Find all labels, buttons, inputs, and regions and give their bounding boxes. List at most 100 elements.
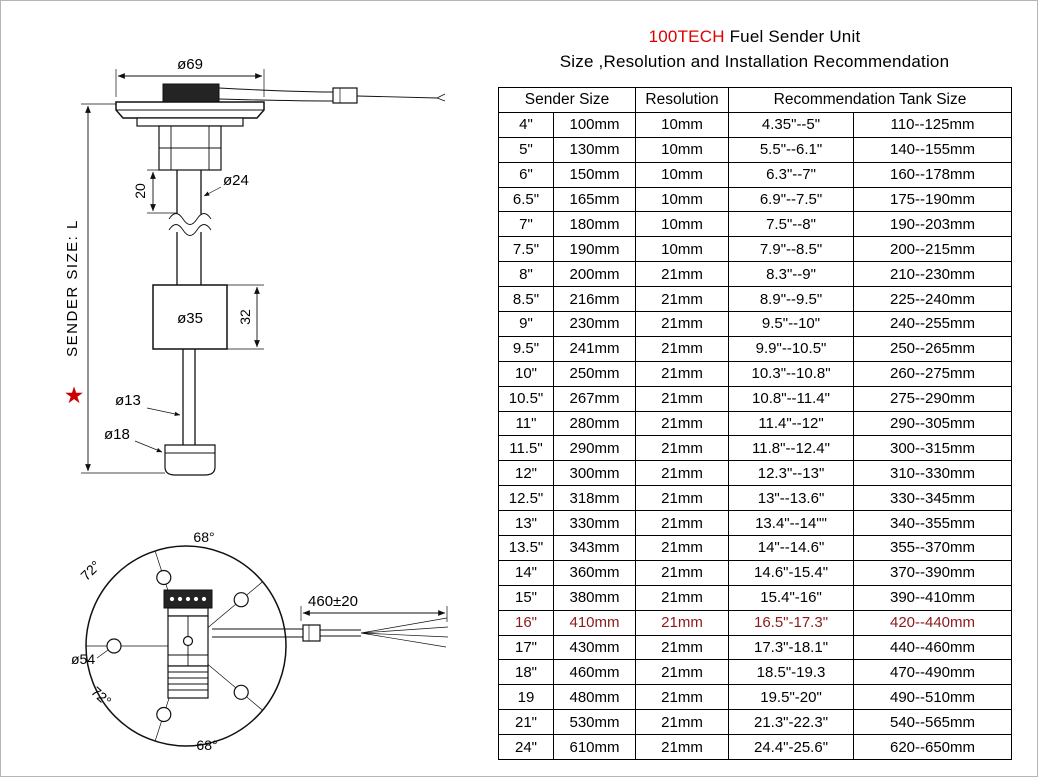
cell-tank_in: 6.9"--7.5"	[728, 186, 855, 213]
cell-tank_in: 17.3"-18.1"	[728, 634, 855, 661]
cell-res: 10mm	[635, 186, 730, 213]
float	[152, 284, 228, 350]
cell-size_mm: 130mm	[552, 136, 637, 163]
cell-size_mm: 360mm	[552, 559, 637, 586]
technical-drawing: ø69	[64, 56, 449, 753]
cell-tank_in: 10.3"--10.8"	[728, 360, 855, 387]
cell-res: 10mm	[635, 161, 730, 188]
dim-float-diameter: ø35	[177, 310, 203, 327]
cell-tank_mm: 175--190mm	[853, 186, 1013, 213]
cell-tank_mm: 620--650mm	[853, 734, 1013, 761]
cell-size_mm: 430mm	[552, 634, 637, 661]
sender-body-top-view	[163, 589, 213, 699]
wire-ends	[360, 617, 449, 648]
cell-size_in: 19	[498, 684, 554, 711]
float-height-dimension: 32	[227, 284, 264, 350]
cell-size_mm: 330mm	[552, 510, 637, 537]
cell-size_in: 9"	[498, 311, 554, 337]
tip-diameter-callout: ø18	[104, 426, 163, 453]
cell-size_in: 18"	[498, 659, 554, 686]
overall-length-dimension: SENDER SIZE: L ★	[64, 103, 165, 474]
cell-res: 21mm	[635, 535, 730, 561]
cell-size_in: 6.5"	[498, 186, 554, 213]
dim-angle-top: 68°	[193, 529, 214, 545]
cell-size_mm: 190mm	[552, 236, 637, 263]
cell-size_mm: 460mm	[552, 659, 637, 686]
cell-tank_mm: 355--370mm	[853, 535, 1013, 561]
dim-flange-diameter: ø69	[177, 56, 203, 73]
cell-size_in: 11"	[498, 410, 554, 437]
cell-size_mm: 610mm	[552, 734, 637, 761]
dim-float-height: 32	[237, 309, 253, 325]
cell-tank_mm: 310--330mm	[853, 460, 1013, 487]
cell-res: 21mm	[635, 385, 730, 412]
cell-tank_in: 24.4"-25.6"	[728, 734, 855, 761]
break-line	[168, 224, 212, 236]
bottom-view-drawing: 68° 72° ø54 72° 68°	[71, 529, 449, 753]
cell-tank_in: 9.5"--10"	[728, 311, 855, 337]
cell-tank_mm: 200--215mm	[853, 236, 1013, 263]
cell-tank_mm: 250--265mm	[853, 335, 1013, 362]
cell-res: 10mm	[635, 111, 730, 138]
cell-res: 21mm	[635, 684, 730, 711]
cell-size_in: 12"	[498, 460, 554, 487]
cell-tank_in: 21.3"-22.3"	[728, 709, 855, 736]
cell-size_mm: 300mm	[552, 460, 637, 487]
cell-res: 21mm	[635, 709, 730, 736]
cell-tank_mm: 470--490mm	[853, 659, 1013, 686]
cell-tank_mm: 160--178mm	[853, 161, 1013, 188]
cell-size_mm: 267mm	[552, 385, 637, 412]
cell-size_mm: 480mm	[552, 684, 637, 711]
cell-size_in: 6"	[498, 161, 554, 188]
cell-res: 21mm	[635, 460, 730, 487]
cell-tank_in: 10.8"--11.4"	[728, 385, 855, 412]
cell-tank_mm: 225--240mm	[853, 286, 1013, 313]
cell-tank_in: 11.8"--12.4"	[728, 435, 855, 462]
cell-size_mm: 241mm	[552, 335, 637, 362]
cell-size_in: 14"	[498, 559, 554, 586]
cell-size_mm: 280mm	[552, 410, 637, 437]
cell-size_mm: 100mm	[552, 111, 637, 138]
cell-tank_in: 13.4"--14""	[728, 510, 855, 537]
dim-rod-diameter: ø13	[115, 392, 141, 409]
cell-size_mm: 380mm	[552, 584, 637, 611]
cell-size_in: 10.5"	[498, 385, 554, 412]
page-title: 100TECH Fuel Sender Unit	[498, 27, 1011, 47]
page-subtitle: Size ,Resolution and Installation Recomm…	[559, 52, 950, 71]
side-view-drawing: ø69	[64, 56, 446, 476]
dim-angle-upper-left: 72°	[77, 557, 103, 583]
rod-diameter-callout: ø13	[115, 392, 181, 417]
dim-neck-length: 20	[132, 183, 148, 199]
cable-side-view	[218, 87, 446, 104]
cell-res: 21mm	[635, 261, 730, 288]
cable-top-view	[212, 617, 449, 648]
cell-res: 21mm	[635, 311, 730, 337]
cell-res: 10mm	[635, 136, 730, 163]
star-icon: ★	[64, 382, 85, 408]
cell-size_in: 21"	[498, 709, 554, 736]
cell-tank_in: 11.4"--12"	[728, 410, 855, 437]
cell-tank_in: 7.9"--8.5"	[728, 236, 855, 263]
cell-tank_in: 14.6"-15.4"	[728, 559, 855, 586]
flange	[115, 101, 265, 171]
dim-cable-length: 460±20	[308, 593, 358, 610]
cell-size_mm: 216mm	[552, 286, 637, 313]
cell-tank_mm: 490--510mm	[853, 684, 1013, 711]
cell-size_mm: 200mm	[552, 261, 637, 288]
cell-size_in: 17"	[498, 634, 554, 661]
cell-tank_in: 8.3"--9"	[728, 261, 855, 288]
cell-tank_in: 8.9"--9.5"	[728, 286, 855, 313]
product-name: Fuel Sender Unit	[724, 27, 861, 46]
